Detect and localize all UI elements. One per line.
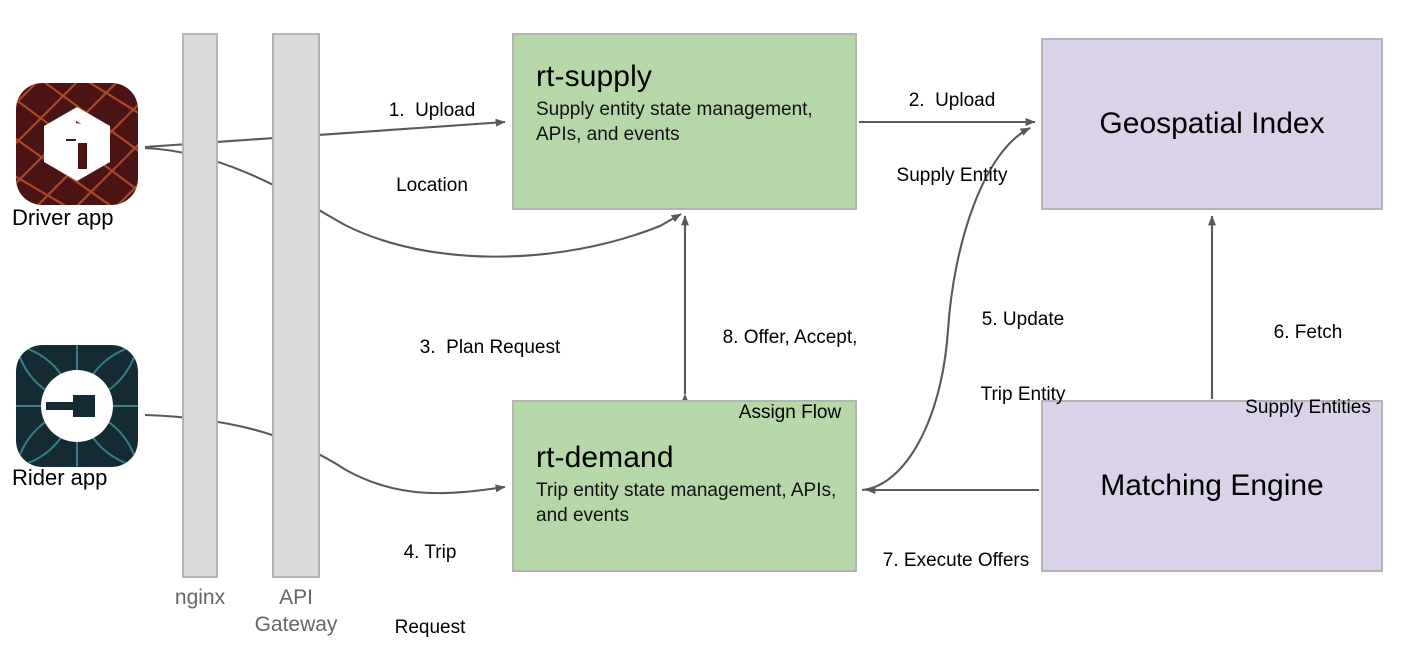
edge-label-1-line1: 1. Upload xyxy=(388,100,476,121)
driver-app-icon[interactable] xyxy=(16,83,138,205)
edge-label-4-line2: Request xyxy=(394,617,466,638)
rider-app-icon-art xyxy=(16,345,138,467)
edge-label-1-line2: Location xyxy=(396,175,468,196)
gateway-caption-api-gateway: API Gateway xyxy=(226,584,366,638)
edge-label-5-line2: Trip Entity xyxy=(980,384,1066,405)
node-geospatial-index-title: Geospatial Index xyxy=(1099,107,1325,140)
edge-label-6-line2: Supply Entities xyxy=(1245,397,1371,418)
edge-label-6: 6. Fetch Supply Entities xyxy=(1223,270,1393,470)
gateway-column-nginx xyxy=(182,33,218,578)
node-matching-engine-title: Matching Engine xyxy=(1100,469,1324,502)
edge-label-5: 5. Update Trip Entity xyxy=(958,257,1088,457)
gateway-caption-api-line1: API xyxy=(279,586,313,609)
node-rt-supply-content: rt-supply Supply entity state management… xyxy=(536,59,839,147)
node-rt-demand-content: rt-demand Trip entity state management, … xyxy=(536,440,839,528)
edge-label-3-line1: 3. Plan Request xyxy=(419,337,561,358)
edge-label-6-line1: 6. Fetch xyxy=(1273,322,1343,343)
edge-label-7-line1: 7. Execute Offers xyxy=(882,550,1030,571)
edge-label-8: 8. Offer, Accept, Assign Flow xyxy=(700,275,880,475)
edge-5-path xyxy=(861,127,1031,492)
rider-app-caption: Rider app xyxy=(12,465,108,490)
edge-label-4-line1: 4. Trip xyxy=(403,542,457,563)
node-matching-engine[interactable]: Matching Engine xyxy=(1041,400,1383,572)
gateway-caption-api-line2: Gateway xyxy=(254,613,338,636)
edge-label-8-line1: 8. Offer, Accept, xyxy=(722,327,858,348)
edge-3-path xyxy=(144,146,682,258)
node-geospatial-index[interactable]: Geospatial Index xyxy=(1041,38,1383,210)
edge-label-4: 4. Trip Request xyxy=(365,490,495,654)
node-rt-demand[interactable]: rt-demand Trip entity state management, … xyxy=(512,400,857,572)
node-rt-supply-description: Supply entity state management, APIs, an… xyxy=(536,99,813,145)
edge-label-8-line2: Assign Flow xyxy=(738,402,842,423)
rider-app-icon[interactable] xyxy=(16,345,138,467)
driver-app-icon-art xyxy=(16,83,138,205)
driver-app-caption: Driver app xyxy=(12,205,114,230)
node-rt-demand-description: Trip entity state management, APIs, and … xyxy=(536,480,837,526)
gateway-caption-nginx: nginx xyxy=(174,586,226,609)
node-rt-supply[interactable]: rt-supply Supply entity state management… xyxy=(512,33,857,210)
edge-label-2-line2: Supply Entity xyxy=(896,165,1008,186)
edge-label-2-line1: 2. Upload xyxy=(908,90,996,111)
edge-label-7: 7. Execute Offers xyxy=(866,498,1046,623)
edge-label-1: 1. Upload Location xyxy=(352,48,512,248)
gateway-column-api-gateway xyxy=(272,33,320,578)
edge-label-5-line1: 5. Update xyxy=(981,309,1065,330)
edge-label-2: 2. Upload Supply Entity xyxy=(864,38,1040,238)
node-rt-supply-title: rt-supply xyxy=(536,60,652,93)
node-rt-demand-title: rt-demand xyxy=(536,441,674,474)
edge-label-3: 3. Plan Request xyxy=(300,285,680,410)
edge-4-path xyxy=(144,413,506,495)
